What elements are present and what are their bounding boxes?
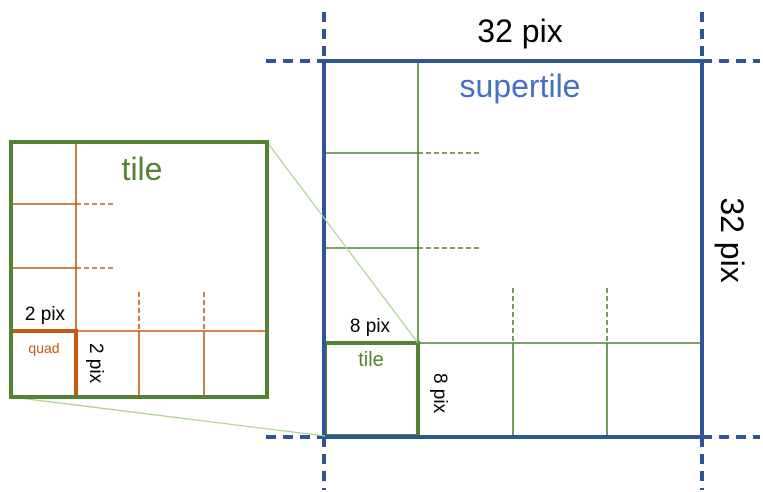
tile-height-label: 8 pix (429, 373, 450, 414)
tile-width-label: 8 pix (350, 316, 391, 337)
quad-width-label: 2 pix (25, 304, 66, 325)
supertile-title: supertile (460, 68, 581, 104)
supertile-box (322, 59, 704, 439)
zoom-connector-bottom (10, 396, 326, 437)
zoomed-tile-title: tile (122, 151, 163, 187)
zoom-connector-top (266, 141, 419, 344)
supertile-width-label: 32 pix (477, 13, 562, 49)
zoomed-tile-box (9, 140, 269, 399)
supertile-height-label: 32 pix (714, 197, 750, 282)
zoomed-tile-group (9, 140, 269, 399)
quad-title: quad (28, 340, 59, 356)
quad-height-label: 2 pix (85, 343, 106, 384)
small-tile-title: tile (358, 349, 384, 371)
supertile-group (266, 12, 760, 490)
